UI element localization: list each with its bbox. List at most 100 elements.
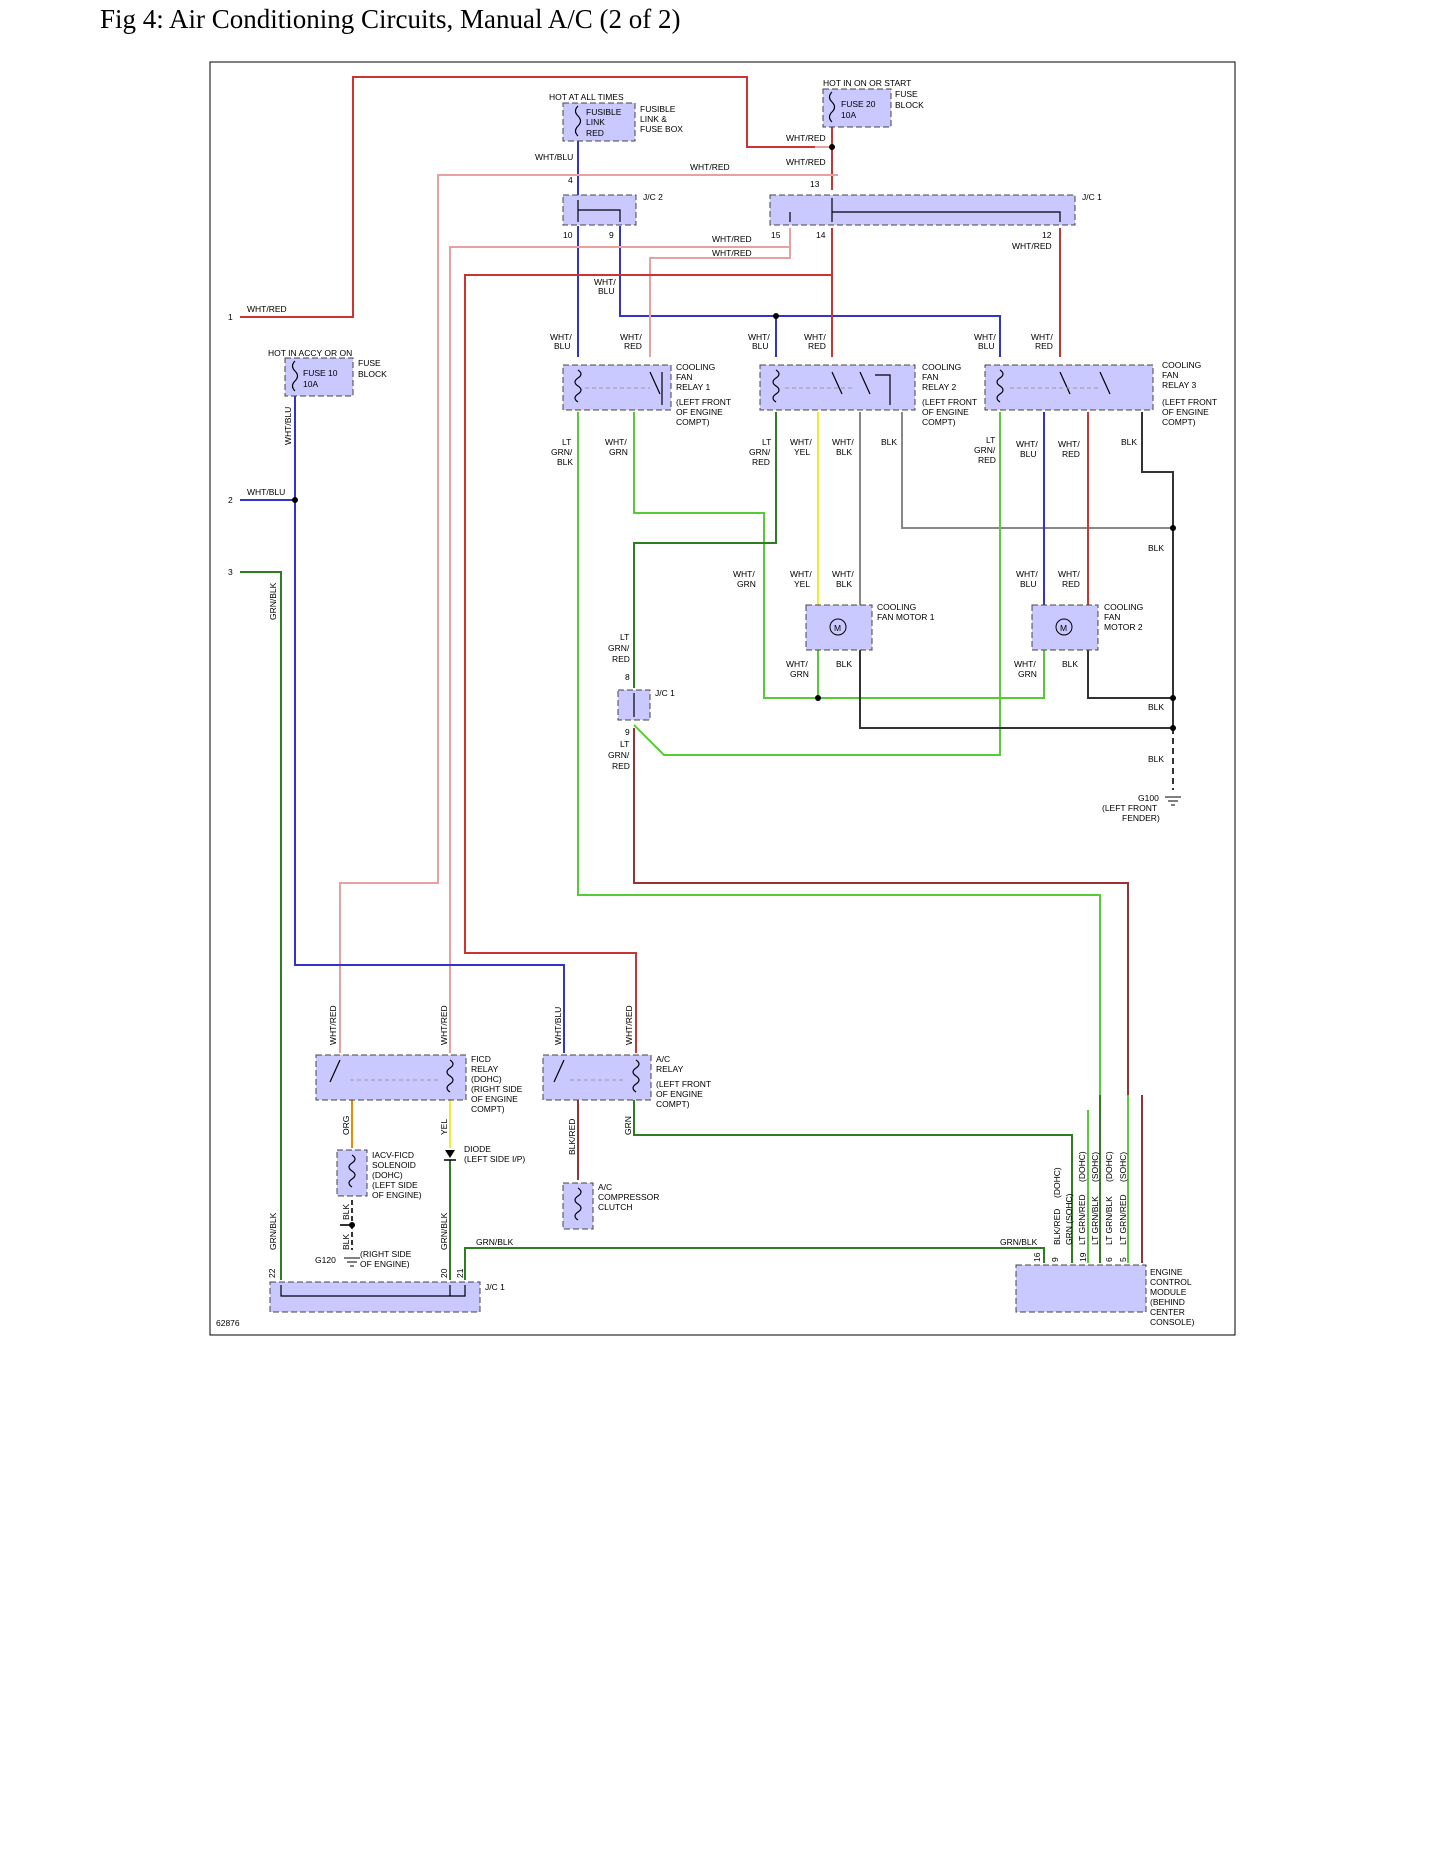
diagram-label: (SOHC) (1090, 1152, 1100, 1182)
diagram-label: GRN/BLK (268, 1212, 278, 1250)
diagram-label: WHT/RED (624, 1005, 634, 1045)
diagram-label: 21 (455, 1268, 465, 1278)
diagram-label: YEL (439, 1119, 449, 1135)
diagram-label: WHT/ (620, 332, 642, 342)
diagram-label: RED (1062, 579, 1080, 589)
diagram-label: WHT/ (790, 569, 812, 579)
ac-relay: A/C RELAY (LEFT FRONT OF ENGINE COMPT) (542, 1054, 711, 1109)
splice-dots (292, 144, 1176, 1228)
diagram-label: LT (620, 739, 629, 749)
diagram-label: LT GRN/BLK (1104, 1196, 1114, 1245)
diagram-label: FUSE 20 (841, 99, 876, 109)
diagram-label: FAN (922, 372, 939, 382)
diagram-label: FUSE BOX (640, 124, 683, 134)
diagram-label: (DOHC) (372, 1170, 403, 1180)
diagram-label: 22 (267, 1268, 277, 1278)
diagram-label: WHT/ (974, 332, 996, 342)
diagram-label: WHT/ (1058, 569, 1080, 579)
diagram-label: LT (620, 632, 629, 642)
junction-jc2: J/C 2 (562, 192, 663, 226)
diagram-label: COOLING (1104, 602, 1143, 612)
diagram-label: 14 (816, 230, 826, 240)
diagram-label: BLK (1062, 659, 1078, 669)
cooling-fan-motor-2: M COOLING FAN MOTOR 2 (1031, 602, 1143, 651)
diagram-label: OF ENGINE (1162, 407, 1209, 417)
diagram-label: (RIGHT SIDE (360, 1249, 412, 1259)
diagram-label: GRN (623, 1116, 633, 1135)
diagram-label: 10 (563, 230, 573, 240)
diagram-label: RELAY 3 (1162, 380, 1196, 390)
diagram-label: WHT/RED (712, 234, 752, 244)
diagram-label: RED (808, 341, 826, 351)
diagram-label: FICD (471, 1054, 491, 1064)
diagram-label: BLK (836, 579, 852, 589)
diagram-label: (SOHC) (1118, 1152, 1128, 1182)
diagram-label: J/C 1 (1082, 192, 1102, 202)
diagram-label: COOLING (1162, 360, 1201, 370)
diagram-label: 4 (568, 175, 573, 185)
diagram-label: WHT/ (1058, 439, 1080, 449)
diagram-label: GRN/ (608, 643, 630, 653)
diagram-label: WHT/ (786, 659, 808, 669)
diagram-label: GRN (737, 579, 756, 589)
header-hot-on-start: HOT IN ON OR START (823, 78, 911, 88)
diagram-label: RED (624, 341, 642, 351)
diagram-label: LT (986, 435, 995, 445)
diagram-label: GRN/ (551, 447, 573, 457)
cooling-fan-relay-1: COOLING FAN RELAY 1 (LEFT FRONT OF ENGIN… (562, 362, 731, 427)
diagram-label: GRN/BLK (476, 1237, 514, 1247)
diagram-label: WHT/ (748, 332, 770, 342)
diagram-label: (DOHC) (1077, 1151, 1087, 1182)
diagram-label: BLU (1020, 449, 1037, 459)
diagram-label: 2 (228, 495, 233, 505)
diagram-label: (DOHC) (471, 1074, 502, 1084)
diagram-label: FENDER) (1122, 813, 1160, 823)
diagram-label: BLK (557, 457, 573, 467)
diagram-label: LT (762, 437, 771, 447)
diagram-label: WHT/RED (439, 1005, 449, 1045)
diagram-label: FUSE (895, 89, 918, 99)
diagram-label: WHT/ (1016, 569, 1038, 579)
diagram-label: WHT/ (733, 569, 755, 579)
diagram-label: 6 (1104, 1257, 1114, 1262)
diagram-label: COOLING (676, 362, 715, 372)
diagram-label: BLK (1148, 543, 1164, 553)
diagram-label: YEL (794, 579, 810, 589)
diagram-label: WHT/RED (328, 1005, 338, 1045)
diagram-label: ORG (341, 1116, 351, 1135)
diagram-label: J/C 1 (655, 688, 675, 698)
fuse-10: FUSE 10 10A FUSE BLOCK (284, 357, 387, 397)
diagram-label: A/C (656, 1054, 670, 1064)
cooling-fan-relay-2: COOLING FAN RELAY 2 (LEFT FRONT OF ENGIN… (759, 362, 977, 427)
diagram-label: COOLING (877, 602, 916, 612)
diagram-label: GRN/BLK (1000, 1237, 1038, 1247)
diagram-label: (RIGHT SIDE (471, 1084, 523, 1094)
diagram-label: BLU (598, 286, 615, 296)
diagram-label: BLK (1148, 754, 1164, 764)
fusible-link: FUSIBLE LINK RED FUSIBLE LINK & FUSE BOX (562, 102, 683, 142)
diagram-label: RELAY (471, 1064, 499, 1074)
diagram-label: WHT/RED (712, 248, 752, 258)
diagram-label: LT GRN/BLK (1090, 1196, 1100, 1245)
diagram-label: FAN MOTOR 1 (877, 612, 935, 622)
diagram-label: RELAY 2 (922, 382, 956, 392)
diagram-label: GRN/BLK (439, 1212, 449, 1250)
diagram-label: LINK & (640, 114, 667, 124)
diagram-label: BLK/RED (567, 1119, 577, 1155)
diagram-label: RED (1062, 449, 1080, 459)
diagram-label: COOLING (922, 362, 961, 372)
junction-jc1-bottom: J/C 1 (269, 1281, 505, 1313)
header-hot-all-times: HOT AT ALL TIMES (549, 92, 624, 102)
diagram-label: WHT/BLU (247, 487, 285, 497)
diagram-label: M (1060, 623, 1067, 633)
diagram-label: 9 (625, 727, 630, 737)
diagram-label: RED (1035, 341, 1053, 351)
diagram-label: DIODE (464, 1144, 491, 1154)
diagram-label: A/C (598, 1182, 612, 1192)
diagram-label: LINK (586, 117, 605, 127)
diagram-label: RED (978, 455, 996, 465)
diagram-label: BLK (1121, 437, 1137, 447)
cooling-fan-motor-1: M COOLING FAN MOTOR 1 (805, 602, 935, 651)
diagram-label: WHT/BLU (283, 407, 293, 445)
